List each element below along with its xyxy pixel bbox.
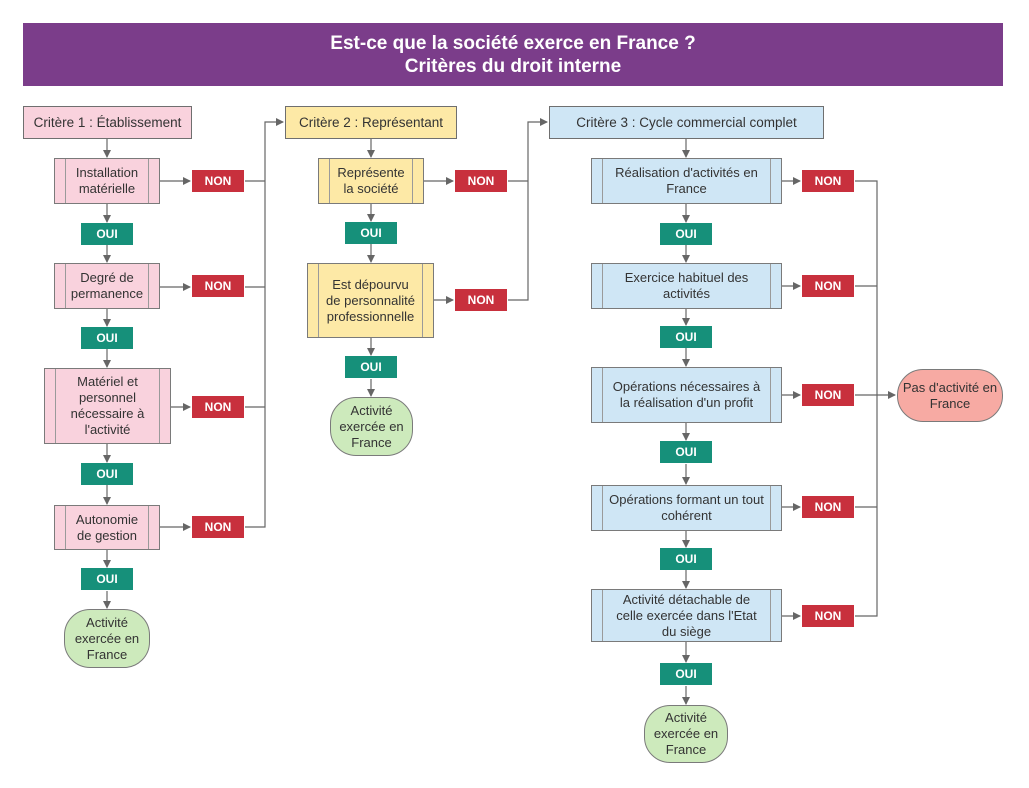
- no-label: NON: [192, 396, 244, 418]
- step-activite-detachable: Activité détachable de celle exercée dan…: [591, 589, 782, 642]
- result-pas-activite: Pas d'activité en France: [897, 369, 1003, 422]
- yes-label: OUI: [81, 463, 133, 485]
- title-line-1: Est-ce que la société exerce en France ?: [330, 32, 696, 54]
- yes-label: OUI: [660, 223, 712, 245]
- step-tout-coherent: Opérations formant un tout cohérent: [591, 485, 782, 531]
- criterion-2-header: Critère 2 : Représentant: [285, 106, 457, 139]
- diagram-title: Est-ce que la société exerce en France ?…: [23, 23, 1003, 86]
- no-label: NON: [192, 516, 244, 538]
- no-label: NON: [455, 170, 507, 192]
- no-label: NON: [192, 275, 244, 297]
- no-label: NON: [802, 605, 854, 627]
- no-label: NON: [802, 170, 854, 192]
- step-degre-permanence: Degré de permanence: [54, 263, 160, 309]
- no-label: NON: [192, 170, 244, 192]
- step-represente-societe: Représente la société: [318, 158, 424, 204]
- yes-label: OUI: [660, 441, 712, 463]
- yes-label: OUI: [345, 222, 397, 244]
- criterion-1-header: Critère 1 : Établissement: [23, 106, 192, 139]
- result-activite-exercee: Activité exercée en France: [330, 397, 413, 456]
- step-operations-profit: Opérations nécessaires à la réalisation …: [591, 367, 782, 423]
- step-installation-materielle: Installation matérielle: [54, 158, 160, 204]
- yes-label: OUI: [660, 548, 712, 570]
- result-activite-exercee: Activité exercée en France: [64, 609, 150, 668]
- title-line-2: Critères du droit interne: [404, 55, 622, 77]
- yes-label: OUI: [81, 568, 133, 590]
- step-exercice-habituel: Exercice habituel des activités: [591, 263, 782, 309]
- yes-label: OUI: [660, 663, 712, 685]
- step-depourvu-personnalite: Est dépourvu de personnalité professionn…: [307, 263, 434, 338]
- no-label: NON: [802, 384, 854, 406]
- step-materiel-personnel: Matériel et personnel nécessaire à l'act…: [44, 368, 171, 444]
- no-label: NON: [455, 289, 507, 311]
- yes-label: OUI: [81, 327, 133, 349]
- step-autonomie-gestion: Autonomie de gestion: [54, 505, 160, 550]
- step-realisation-activites: Réalisation d'activités en France: [591, 158, 782, 204]
- result-activite-exercee: Activité exercée en France: [644, 705, 728, 763]
- yes-label: OUI: [660, 326, 712, 348]
- no-label: NON: [802, 275, 854, 297]
- criterion-3-header: Critère 3 : Cycle commercial complet: [549, 106, 824, 139]
- yes-label: OUI: [81, 223, 133, 245]
- no-label: NON: [802, 496, 854, 518]
- yes-label: OUI: [345, 356, 397, 378]
